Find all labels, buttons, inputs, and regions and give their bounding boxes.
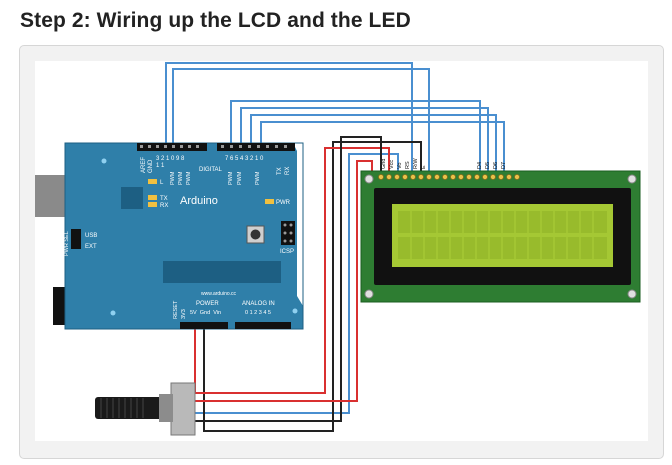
arduino-url: www.arduino.cc <box>201 291 237 297</box>
wiring-diagram: AREF GND 3 2 1 0 9 8 1 1 7 6 5 4 3 2 1 0… <box>35 61 648 441</box>
label-analog-in: ANALOG IN <box>242 301 275 307</box>
lcd-pin-rs: RS <box>405 161 411 169</box>
label-l: L <box>160 180 164 186</box>
wire-gnd-black <box>203 141 422 432</box>
label-icsp: ICSP <box>280 249 294 255</box>
label-analog-pins: 0 1 2 3 4 5 <box>245 310 271 316</box>
lcd-pin-d4: D4 <box>477 162 483 169</box>
tx-led <box>148 195 157 200</box>
lcd-pin-rw: R/W <box>413 158 419 170</box>
wire-d4 <box>230 100 481 171</box>
label-rx: RX <box>285 167 291 175</box>
label-power-pins: 5V Gnd Vin <box>190 310 221 316</box>
label-gnd: GND <box>148 159 154 173</box>
lcd-header-pins <box>378 174 520 180</box>
label-ext: EXT <box>85 244 97 250</box>
lcd-pin-gnd: Gnd <box>381 159 387 169</box>
wire-vo <box>193 153 399 414</box>
digital-numbers-a: 3 2 1 0 9 8 <box>156 156 185 162</box>
label-usb: USB <box>85 233 97 239</box>
digital-header-right <box>217 143 295 151</box>
label-aref: AREF <box>141 157 147 173</box>
label-pwm-3: PWM <box>186 171 192 185</box>
lcd-mount-hole <box>364 174 374 184</box>
label-pwr: PWR <box>276 200 291 206</box>
label-pwm-6: PWM <box>255 171 261 185</box>
icsp-header <box>281 221 295 245</box>
lcd-pin-d6: D6 <box>493 162 499 169</box>
wire-5v-red-2 <box>193 160 373 402</box>
wire-e <box>172 68 430 171</box>
power-wires <box>193 136 422 432</box>
lcd-pin-e: E <box>421 165 427 169</box>
label-3v3: 3V3 <box>181 309 187 319</box>
page-title: Step 2: Wiring up the LCD and the LED <box>20 9 411 32</box>
pot-body <box>170 382 196 436</box>
wire-d6 <box>250 114 497 171</box>
wire-rs <box>165 62 413 171</box>
usb-chip <box>121 187 143 209</box>
lcd-mount-hole <box>627 174 637 184</box>
label-pwm-2: PWM <box>178 171 184 185</box>
arduino-logo-text: Arduino <box>180 195 218 207</box>
label-pwr-sel: PWR SEL <box>64 231 70 256</box>
lcd-mount-hole <box>627 289 637 299</box>
wire-5v-red <box>194 147 390 394</box>
digital-numbers-b: 7 6 5 4 3 2 1 0 <box>225 156 264 162</box>
lcd-pin-vo: Vo <box>397 163 403 169</box>
label-pwm-1: PWM <box>170 171 176 185</box>
digital-numbers-c: 1 1 <box>156 163 165 169</box>
blue-wire-bundle <box>165 62 505 414</box>
label-pwm-5: PWM <box>237 171 243 185</box>
label-rx-led: RX <box>160 203 168 209</box>
wire-d5 <box>240 107 489 171</box>
lcd-module: Gnd Vcc Vo RS R/W E D4 D5 D6 D7 <box>360 158 641 303</box>
label-tx: TX <box>277 167 283 175</box>
label-digital: DIGITAL <box>199 167 223 173</box>
power-header <box>180 322 228 329</box>
wire-gnd-black-2 <box>193 136 382 422</box>
potentiometer <box>95 382 196 436</box>
lcd-pin-vcc: Vcc <box>389 160 395 169</box>
label-power: POWER <box>196 301 219 307</box>
pwr-sel-jumper <box>71 229 81 249</box>
label-reset: RESET <box>173 300 179 319</box>
lcd-mount-hole <box>364 289 374 299</box>
label-pwm-4: PWM <box>228 171 234 185</box>
analog-header <box>235 322 291 329</box>
pwr-led <box>265 199 274 204</box>
l-led <box>148 179 157 184</box>
label-tx-led: TX <box>160 196 168 202</box>
lcd-pin-d5: D5 <box>485 162 491 169</box>
arduino-board: AREF GND 3 2 1 0 9 8 1 1 7 6 5 4 3 2 1 0… <box>35 142 304 330</box>
lcd-pin-d7: D7 <box>501 162 507 169</box>
wire-d7 <box>260 121 505 171</box>
microcontroller <box>163 261 281 283</box>
rx-led <box>148 202 157 207</box>
